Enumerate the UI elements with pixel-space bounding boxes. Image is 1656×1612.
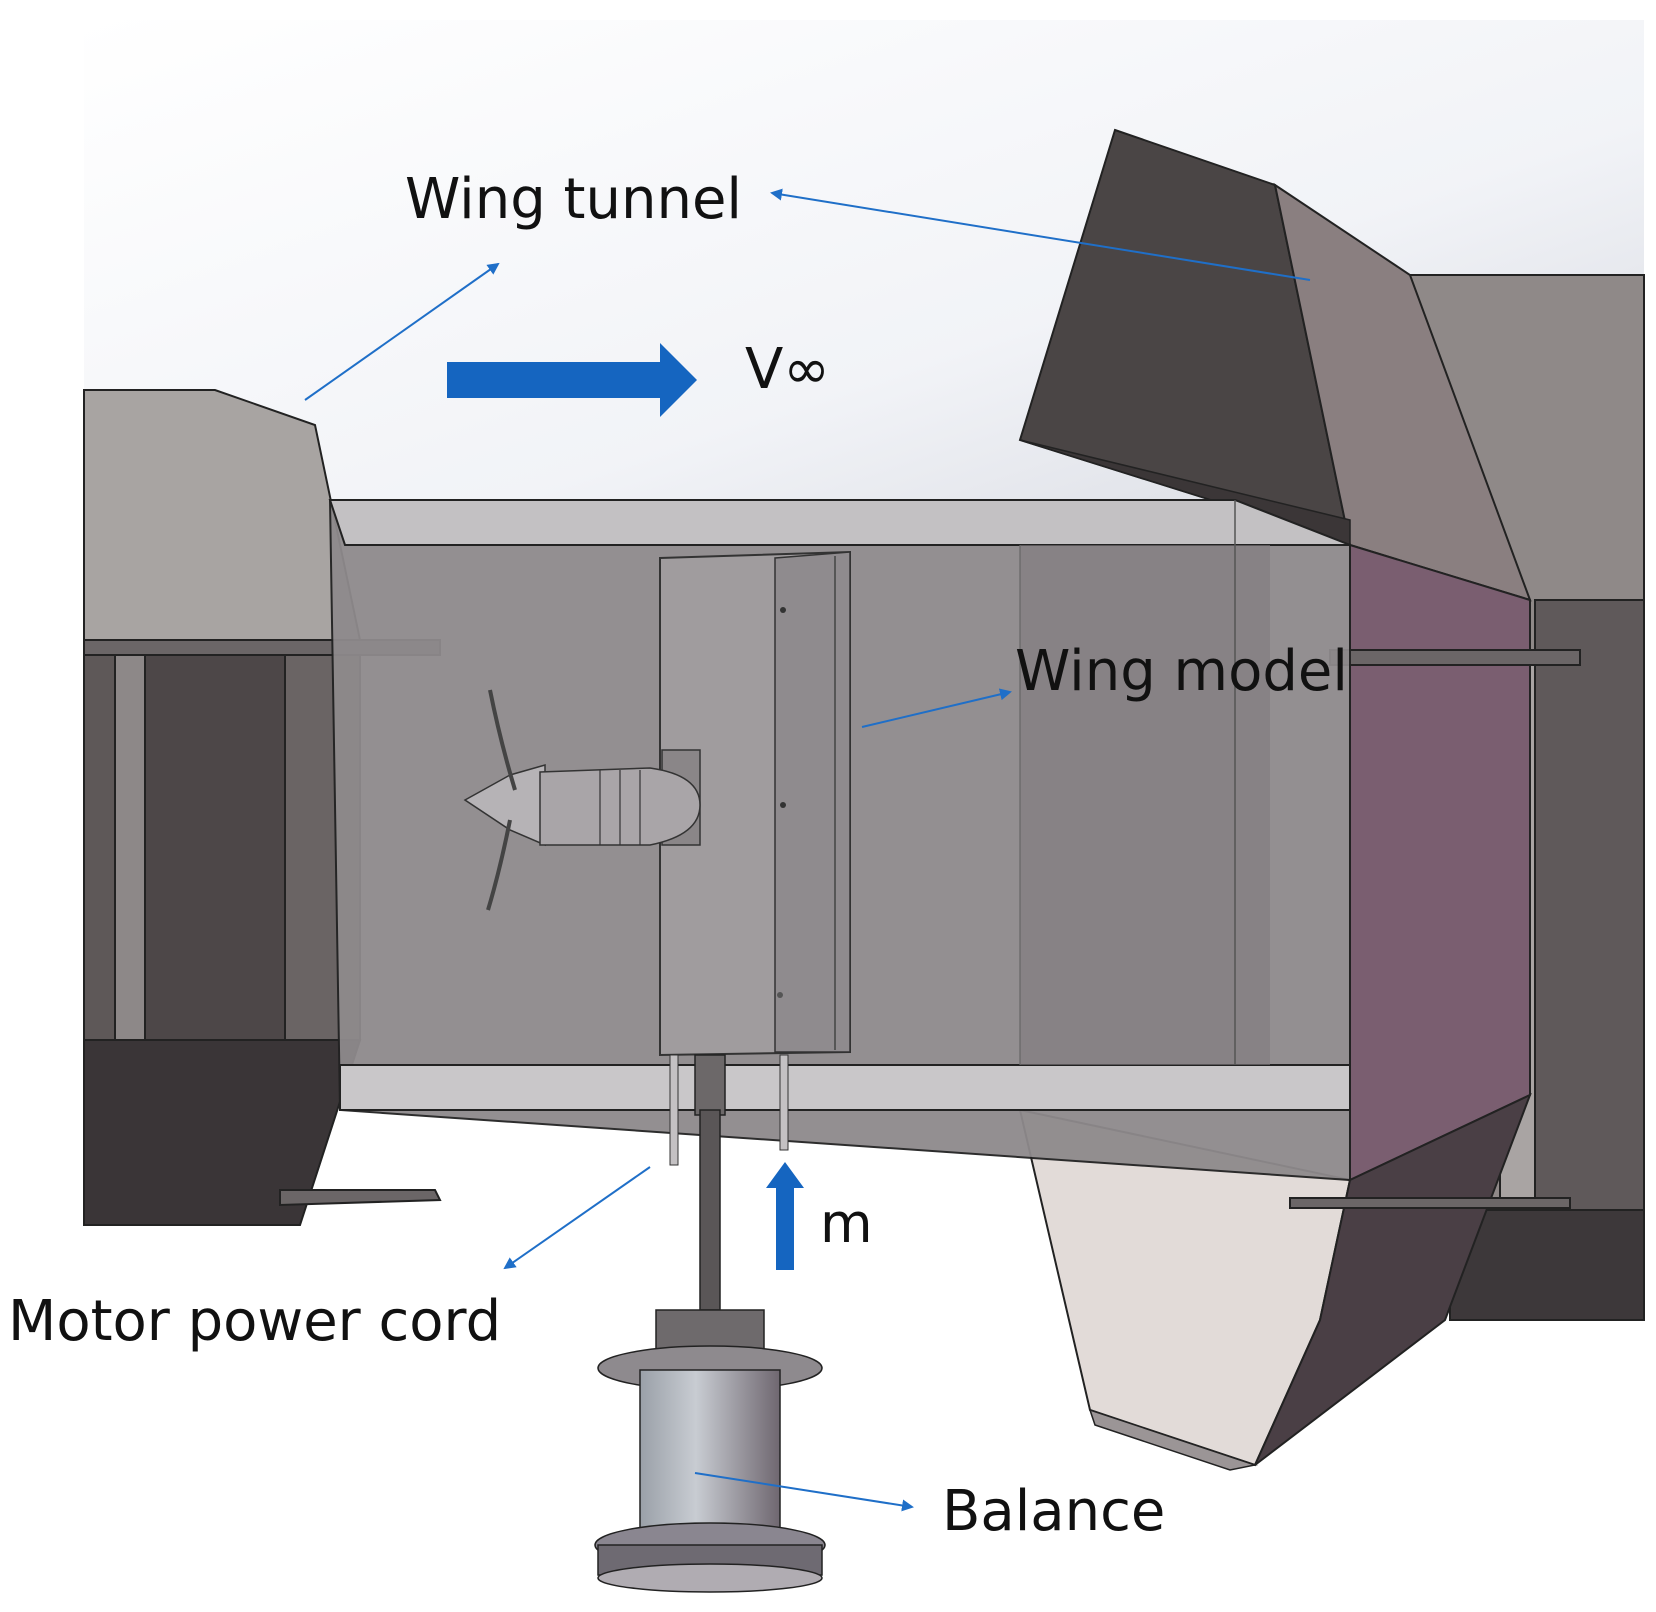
support-strut: [694, 1054, 726, 1311]
wing-model-leader: [861, 688, 1012, 728]
motor-power-cord-label: Motor power cord: [8, 1289, 501, 1354]
motor-power-cord: [669, 1054, 789, 1166]
balance-leader: [694, 1472, 914, 1512]
wing-model: [659, 550, 851, 1057]
motor-power-cord-leader: [503, 1166, 651, 1270]
wing-tunnel-leader-right: [770, 188, 1311, 281]
balance: [594, 1309, 826, 1593]
right-tunnel-collector: [1018, 128, 1645, 1471]
right-arrow-icon: [447, 343, 697, 417]
moment-label: m: [820, 1192, 873, 1255]
propeller-motor: [463, 689, 701, 911]
wing-model-label: Wing model: [1015, 639, 1348, 704]
up-arrow-icon: [766, 1162, 804, 1270]
wing-tunnel-leader-left: [304, 262, 500, 401]
wing-tunnel-label: Wing tunnel: [405, 167, 742, 232]
velocity-label: V∞: [745, 337, 830, 402]
balance-label: Balance: [942, 1479, 1165, 1544]
